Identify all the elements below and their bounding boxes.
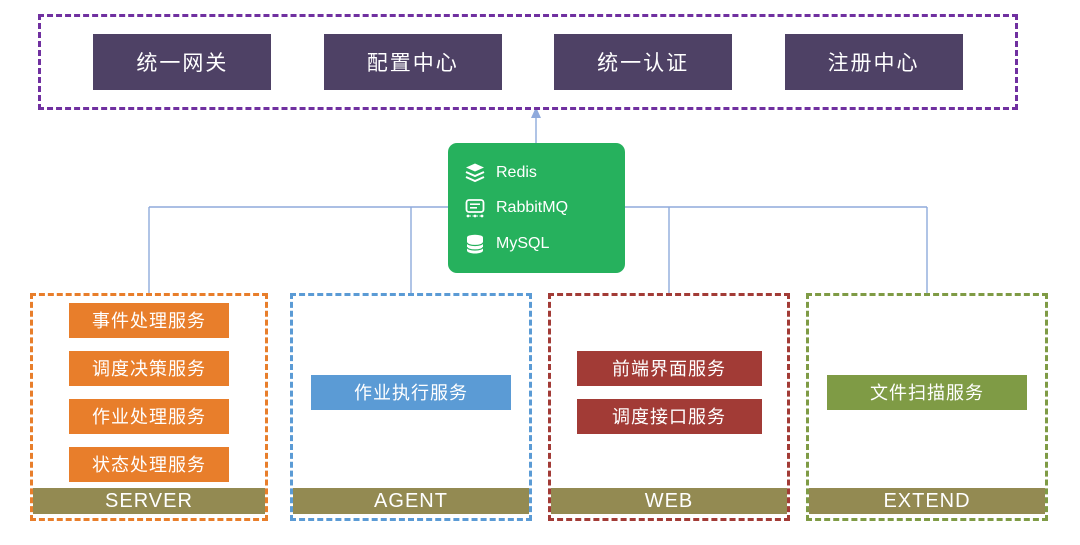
service-box: 事件处理服务 — [69, 302, 229, 338]
platform-box-registry: 注册中心 — [784, 34, 963, 90]
middleware-label: RabbitMQ — [496, 199, 569, 216]
mysql-icon — [463, 232, 487, 256]
agent-services: 作业执行服务 — [293, 296, 529, 488]
service-box: 前端界面服务 — [576, 350, 762, 386]
platform-group: 统一网关 配置中心 统一认证 注册中心 — [38, 14, 1018, 110]
extend-services: 文件扫描服务 — [809, 296, 1045, 488]
middleware-label: Redis — [496, 163, 537, 181]
group-label-extend: EXTEND — [809, 488, 1045, 514]
platform-box-gateway: 统一网关 — [93, 34, 272, 90]
platform-box-label: 配置中心 — [366, 52, 459, 75]
platform-box-label: 注册中心 — [827, 52, 920, 75]
middleware-box: Redis RabbitMQ — [448, 143, 625, 273]
platform-box-label: 统一认证 — [597, 52, 690, 75]
platform-box-config-center: 配置中心 — [323, 34, 502, 90]
up-arrowhead-icon — [531, 107, 541, 118]
group-server: 事件处理服务 调度决策服务 作业处理服务 状态处理服务 SERVER — [30, 293, 268, 521]
server-services: 事件处理服务 调度决策服务 作业处理服务 状态处理服务 — [33, 296, 265, 488]
service-box: 调度决策服务 — [69, 350, 229, 386]
middleware-row-redis: Redis — [463, 161, 619, 185]
group-label-web: WEB — [551, 488, 787, 514]
group-web: 前端界面服务 调度接口服务 WEB — [548, 293, 790, 521]
middleware-label: MySQL — [496, 234, 550, 252]
platform-box-label: 统一网关 — [136, 52, 229, 75]
service-box: 文件扫描服务 — [827, 374, 1027, 410]
web-services: 前端界面服务 调度接口服务 — [551, 296, 787, 488]
group-agent: 作业执行服务 AGENT — [290, 293, 532, 521]
group-label-agent: AGENT — [293, 488, 529, 514]
service-box: 作业执行服务 — [311, 374, 511, 410]
redis-icon — [463, 161, 487, 185]
middleware-row-mysql: MySQL — [463, 232, 619, 256]
group-extend: 文件扫描服务 EXTEND — [806, 293, 1048, 521]
service-box: 状态处理服务 — [69, 446, 229, 482]
service-box: 作业处理服务 — [69, 398, 229, 434]
rabbitmq-icon — [463, 196, 487, 220]
platform-box-auth: 统一认证 — [554, 34, 733, 90]
service-box: 调度接口服务 — [576, 398, 762, 434]
group-label-server: SERVER — [33, 488, 265, 514]
middleware-row-rabbitmq: RabbitMQ — [463, 196, 619, 220]
